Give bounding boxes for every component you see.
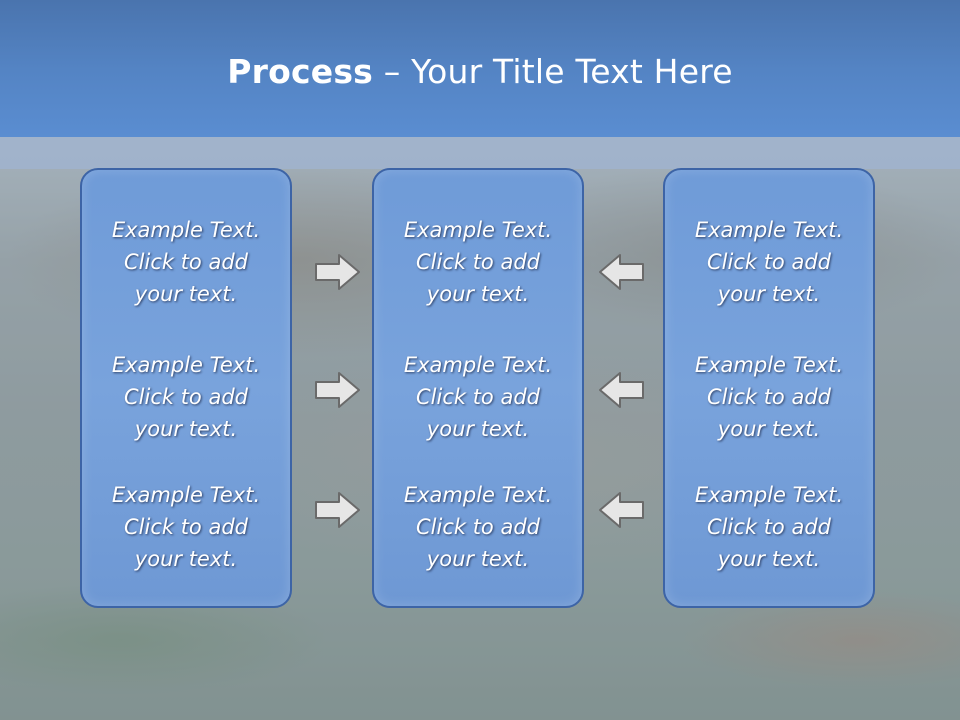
process-text-center-2[interactable]: Example Text. Click to add your text. — [403, 353, 553, 441]
slide-title[interactable]: Process – Your Title Text Here — [0, 52, 960, 91]
right-arrow-icon[interactable] — [313, 370, 363, 410]
process-text-center-3[interactable]: Example Text. Click to add your text. — [403, 483, 553, 571]
process-text-center-1[interactable]: Example Text. Click to add your text. — [403, 218, 553, 306]
right-arrow-icon[interactable] — [313, 252, 363, 292]
title-band-divider — [0, 137, 960, 169]
title-rest-part: – Your Title Text Here — [373, 52, 733, 91]
left-arrow-icon[interactable] — [596, 252, 646, 292]
process-text-right-1[interactable]: Example Text. Click to add your text. — [694, 218, 844, 306]
left-arrow-icon[interactable] — [596, 490, 646, 530]
process-box-center[interactable]: Example Text. Click to add your text. Ex… — [372, 168, 584, 608]
right-arrow-icon[interactable] — [313, 490, 363, 530]
left-arrow-icon[interactable] — [596, 370, 646, 410]
process-text-left-3[interactable]: Example Text. Click to add your text. — [111, 483, 261, 571]
title-bold-part: Process — [227, 52, 374, 91]
process-box-left[interactable]: Example Text. Click to add your text. Ex… — [80, 168, 292, 608]
process-text-right-2[interactable]: Example Text. Click to add your text. — [694, 353, 844, 441]
process-text-left-1[interactable]: Example Text. Click to add your text. — [111, 218, 261, 306]
process-text-right-3[interactable]: Example Text. Click to add your text. — [694, 483, 844, 571]
title-bar — [0, 0, 960, 137]
process-text-left-2[interactable]: Example Text. Click to add your text. — [111, 353, 261, 441]
process-box-right[interactable]: Example Text. Click to add your text. Ex… — [663, 168, 875, 608]
